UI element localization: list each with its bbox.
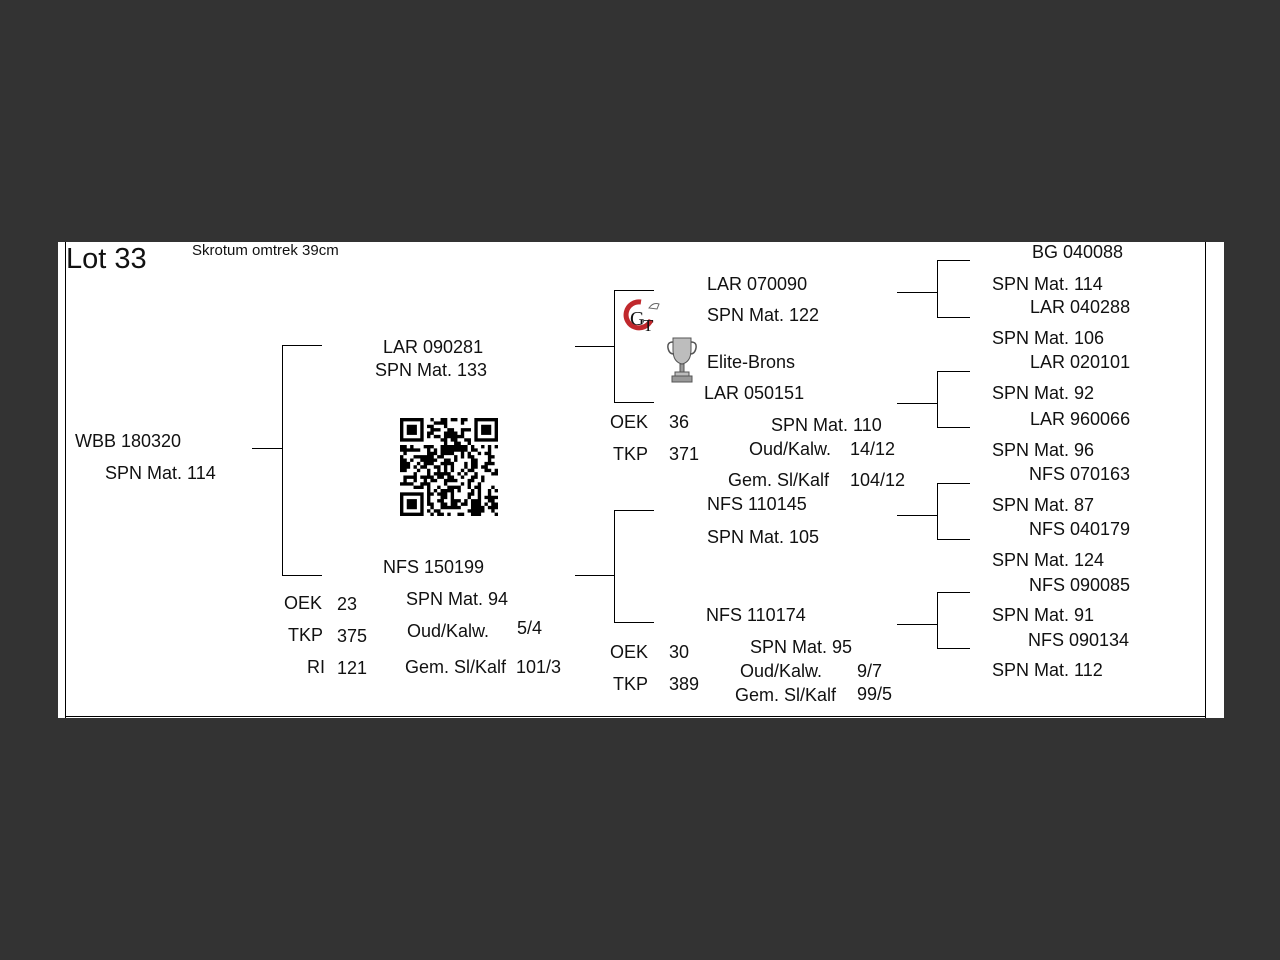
scrotum-note: Skrotum omtrek 39cm (192, 242, 339, 259)
dam-sire-oek-label: OEK (610, 642, 649, 662)
connector (937, 648, 970, 649)
dam-ri: 121 (337, 658, 368, 678)
connector (937, 317, 970, 318)
dam-oek-label: OEK (284, 593, 323, 613)
svg-text:G: G (630, 308, 644, 330)
connector (897, 624, 937, 625)
sire-dam-id: LAR 050151 (704, 383, 805, 403)
ggd-2-id: LAR 960066 (1030, 409, 1131, 429)
dam-oud: 5/4 (517, 618, 543, 638)
connector (937, 427, 970, 428)
subject-id: WBB 180320 (75, 431, 182, 451)
dam-oek: 23 (337, 594, 358, 614)
ggd-1-spn: SPN Mat. 106 (992, 328, 1105, 348)
ggs-2-id: LAR 020101 (1030, 352, 1131, 372)
dam-oud-label: Oud/Kalw. (407, 621, 490, 641)
ggs-1-spn: SPN Mat. 114 (992, 274, 1103, 294)
svg-text:T: T (643, 316, 654, 335)
dam-gem: 101/3 (516, 657, 562, 677)
ggs-3-spn: SPN Mat. 87 (992, 495, 1095, 515)
bracket (937, 592, 938, 648)
sire-sire-spn: SPN Mat. 122 (707, 305, 820, 325)
left-border (65, 242, 66, 718)
dam-dam-id: NFS 110174 (706, 605, 806, 625)
sire-tkp-label: TKP (613, 444, 649, 464)
sire-dam-spn: SPN Mat. 110 (771, 415, 882, 435)
bracket (937, 483, 938, 539)
connector (282, 345, 322, 346)
dam-spn: SPN Mat. 94 (406, 589, 509, 609)
connector (897, 403, 937, 404)
award-text: Elite-Brons (707, 352, 796, 372)
connector (937, 260, 970, 261)
dam-sire-spn: SPN Mat. 105 (707, 527, 820, 547)
sire-oek: 36 (669, 412, 690, 432)
connector (614, 510, 654, 511)
ggd-3-id: NFS 040179 (1029, 519, 1131, 539)
sire-dam-oud-label: Oud/Kalw. (749, 439, 832, 459)
connector (614, 402, 654, 403)
connector (937, 483, 970, 484)
connector (282, 575, 322, 576)
ggd-1-id: LAR 040288 (1030, 297, 1131, 317)
dam-sire-id: NFS 110145 (707, 494, 807, 514)
connector (937, 371, 970, 372)
dam-dam-spn: SPN Mat. 95 (750, 637, 853, 657)
sire-id: LAR 090281 (383, 337, 484, 357)
bracket (614, 510, 615, 622)
ggd-3-spn: SPN Mat. 124 (992, 550, 1105, 570)
connector (937, 592, 970, 593)
connector (937, 539, 970, 540)
sire-dam-oud: 14/12 (850, 439, 896, 459)
connector (614, 622, 654, 623)
bracket (937, 260, 938, 317)
bottom-border (65, 716, 1206, 717)
bracket (937, 371, 938, 427)
sire-spn: SPN Mat. 133 (375, 360, 488, 380)
sire-dam-gem: 104/12 (850, 470, 906, 490)
gt-breeder-logo: G T (623, 299, 660, 335)
trophy-icon (667, 337, 697, 383)
ggs-1-id: BG 040088 (1032, 242, 1124, 262)
right-border (1205, 242, 1206, 718)
dam-sire-oek: 30 (669, 642, 690, 662)
connector (252, 448, 282, 449)
ggs-4-id: NFS 090085 (1029, 575, 1131, 595)
qr-code (400, 418, 498, 516)
bracket (614, 290, 615, 402)
dam-sire-tkp: 389 (669, 674, 700, 694)
dam-dam-gem: 99/5 (857, 684, 893, 704)
lot-number: Lot 33 (66, 243, 147, 275)
ggd-2-spn: SPN Mat. 96 (992, 440, 1095, 460)
sire-sire-id: LAR 070090 (707, 274, 808, 294)
dam-dam-oud: 9/7 (857, 661, 883, 681)
subject-spn: SPN Mat. 114 (105, 463, 216, 483)
dam-id: NFS 150199 (383, 557, 485, 577)
sire-tkp: 371 (669, 444, 700, 464)
connector (575, 346, 614, 347)
dam-tkp-label: TKP (288, 625, 324, 645)
bracket (282, 345, 283, 575)
ggs-4-spn: SPN Mat. 91 (992, 605, 1095, 625)
dam-tkp: 375 (337, 626, 368, 646)
dam-dam-oud-label: Oud/Kalw. (740, 661, 823, 681)
dam-ri-label: RI (307, 657, 325, 677)
connector (575, 575, 614, 576)
sire-oek-label: OEK (610, 412, 649, 432)
ggs-3-id: NFS 070163 (1029, 464, 1131, 484)
sire-dam-gem-label: Gem. Sl/Kalf (728, 470, 830, 490)
dam-dam-gem-label: Gem. Sl/Kalf (735, 685, 837, 705)
dam-sire-tkp-label: TKP (613, 674, 649, 694)
ggd-4-id: NFS 090134 (1028, 630, 1130, 650)
ggd-4-spn: SPN Mat. 112 (992, 660, 1103, 680)
connector (897, 292, 937, 293)
ggs-2-spn: SPN Mat. 92 (992, 383, 1095, 403)
dam-gem-label: Gem. Sl/Kalf (405, 657, 507, 677)
pedigree-sheet: Lot 33 Skrotum omtrek 39cm WBB 180320 SP… (58, 242, 1224, 718)
connector (897, 515, 937, 516)
connector (614, 290, 654, 291)
